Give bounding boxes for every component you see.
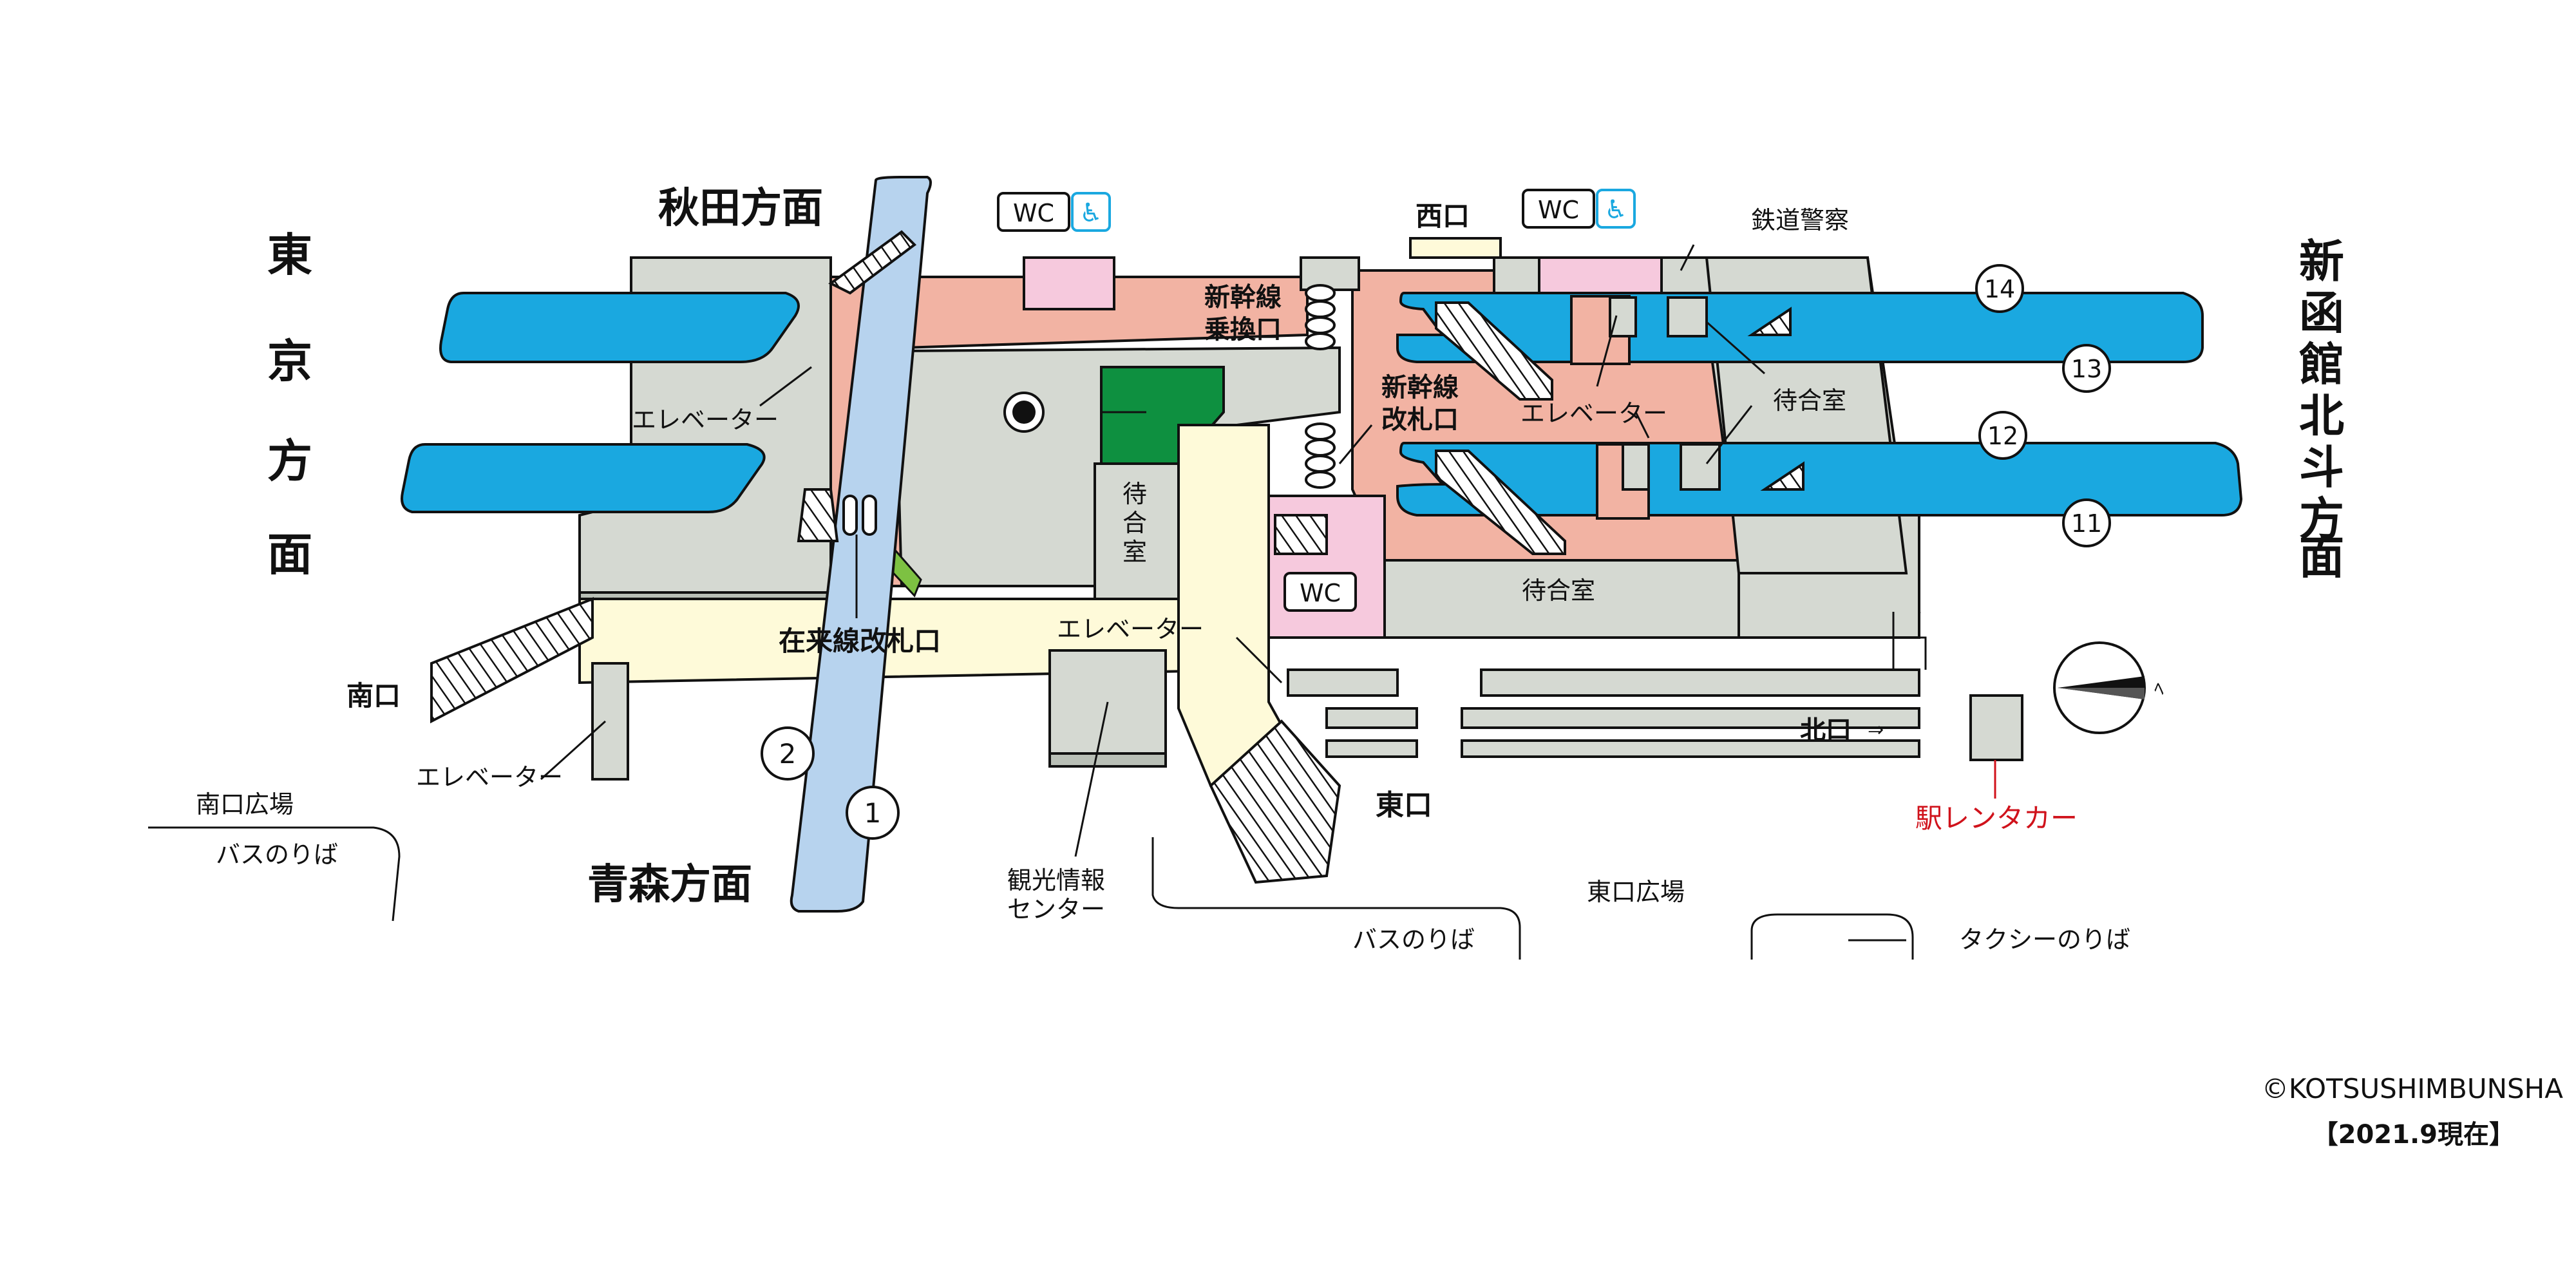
track-1: 1 [864, 797, 882, 829]
hakodate-char-4: 北 [2299, 390, 2344, 442]
tokyo-char-2: 京 [267, 335, 312, 388]
south-bus-label: バスのりば [216, 840, 338, 869]
shinkansen-transfer-line1: 新幹線 [1204, 283, 1282, 312]
wc-shinkansen: WC [1283, 572, 1357, 612]
shinkansen-transfer-line2: 乗換口 [1204, 315, 1282, 345]
rail-track-1-2 [790, 176, 932, 913]
wc-east: WC ♿ [1522, 189, 1636, 229]
gate-column-a [1300, 256, 1360, 291]
stairs-east-lower [1760, 461, 1804, 491]
as-of-date: 【2021.9現在】 [2313, 1120, 2515, 1150]
tourist-info-base [1048, 752, 1167, 768]
tourist-info-line1: 観光情報 [1007, 866, 1105, 895]
escalator-south [430, 597, 594, 724]
wheelchair-icon [1071, 192, 1111, 232]
plaza-outlines [148, 826, 1914, 960]
gate-shinkansen-transfer [1305, 284, 1336, 350]
waiting-room-lower: 待合室 [1522, 576, 1595, 605]
waiting-room-east: 待合室 [1773, 386, 1846, 415]
elevator-label-east: エレベーター [1057, 615, 1204, 643]
escalator-east-exit [1209, 719, 1341, 884]
platform-west-upper [439, 292, 800, 363]
escalator-akita [828, 230, 917, 295]
waiting-vert-3: 室 [1122, 538, 1147, 566]
platform-west-lower [401, 443, 766, 513]
tokyo-char-4: 面 [267, 528, 312, 581]
wc-east-label: WC [1538, 196, 1579, 224]
exit-east: 東口 [1376, 789, 1432, 822]
stairs-elevator-west [797, 488, 839, 542]
hakodate-char-2: 函 [2299, 287, 2344, 339]
elevator-box-1 [1609, 296, 1637, 337]
conventional-gate: 在来線改札口 [779, 625, 941, 657]
tokyo-char-3: 方 [267, 435, 312, 488]
track-numbers: 14 13 12 11 2 1 [761, 264, 2111, 840]
stairs-east-upper [1747, 307, 1792, 336]
track-13: 13 [2071, 355, 2102, 383]
direction-akita: 秋田方面 [658, 185, 823, 232]
waiting-room-vertical: 待 合 室 [1122, 480, 1147, 566]
escalator-lower [1435, 450, 1566, 555]
tokyo-char-1: 東 [267, 229, 312, 281]
rent-a-car-label: 駅レンタカー [1915, 802, 2078, 834]
waiting-vert-1: 待 [1122, 480, 1147, 508]
stair-box-2 [1680, 443, 1721, 491]
stair-box-1 [1667, 296, 1708, 337]
elevator-label-west: エレベーター [632, 406, 779, 434]
wheelchair-glyph: ♿ [1079, 198, 1103, 228]
exit-west: 西口 [1416, 200, 1470, 232]
direction-hakodate: 新 函 館 北 斗 方 面 [2299, 235, 2344, 584]
toilet-upper-west [1023, 256, 1115, 310]
track-2: 2 [779, 738, 797, 770]
compass-north-mark: ﾍ [2154, 678, 2164, 701]
elevator-south-block [591, 662, 629, 781]
exit-south: 南口 [346, 680, 401, 712]
wc-west: WC ♿ [997, 192, 1111, 232]
hakodate-char-5: 斗 [2299, 441, 2344, 494]
wc-west-label: WC [1013, 199, 1054, 227]
track-11: 11 [2071, 509, 2102, 538]
hakodate-char-3: 館 [2299, 338, 2344, 391]
east-plaza-label: 東口広場 [1587, 878, 1685, 906]
track-12: 12 [1987, 422, 2018, 450]
hakodate-char-7: 面 [2299, 531, 2344, 584]
gate-conventional [842, 495, 877, 536]
direction-tokyo: 東 京 方 面 [267, 229, 312, 581]
wheelchair-icon [1596, 189, 1636, 229]
taxi-label: タクシーのりば [1959, 925, 2130, 954]
elevator-label-shinkansen: エレベーター [1520, 399, 1667, 428]
track-14: 14 [1984, 275, 2015, 303]
waiting-vert-2: 合 [1122, 509, 1147, 537]
leader-lines [540, 244, 1996, 942]
hakodate-char-6: 方 [2299, 493, 2344, 545]
railway-police-label: 鉄道警察 [1751, 206, 1849, 234]
shinkansen-gate-line2: 改札口 [1381, 405, 1459, 435]
compass-icon: ﾍ [2053, 641, 2164, 734]
exit-north: 北口 [1800, 715, 1852, 745]
tourist-info-line2: センター [1007, 895, 1105, 923]
copyright: ©KOTSUSHIMBUNSHA [2262, 1073, 2563, 1104]
elevator-box-2 [1622, 443, 1650, 491]
ticket-machine-icon [1003, 392, 1045, 433]
north-exit-arrow: ⇒ [1868, 719, 1884, 741]
east-structures [1282, 612, 2023, 761]
hakodate-char-1: 新 [2299, 235, 2344, 288]
escalator-upper [1435, 301, 1553, 401]
wheelchair-glyph: ♿ [1604, 195, 1627, 225]
direction-aomori: 青森方面 [587, 861, 752, 909]
south-plaza-label: 南口広場 [196, 790, 294, 819]
escalator-shinkansen-west [1274, 514, 1328, 555]
elevator-label-south: エレベーター [416, 763, 563, 791]
tourist-info-building [1048, 649, 1167, 764]
wc-shinkansen-label: WC [1300, 579, 1341, 607]
east-bus-label: バスのりば [1352, 925, 1475, 954]
gate-shinkansen-main [1305, 422, 1336, 489]
shinkansen-gate-line1: 新幹線 [1381, 373, 1459, 402]
west-exit-passage [1409, 237, 1502, 259]
